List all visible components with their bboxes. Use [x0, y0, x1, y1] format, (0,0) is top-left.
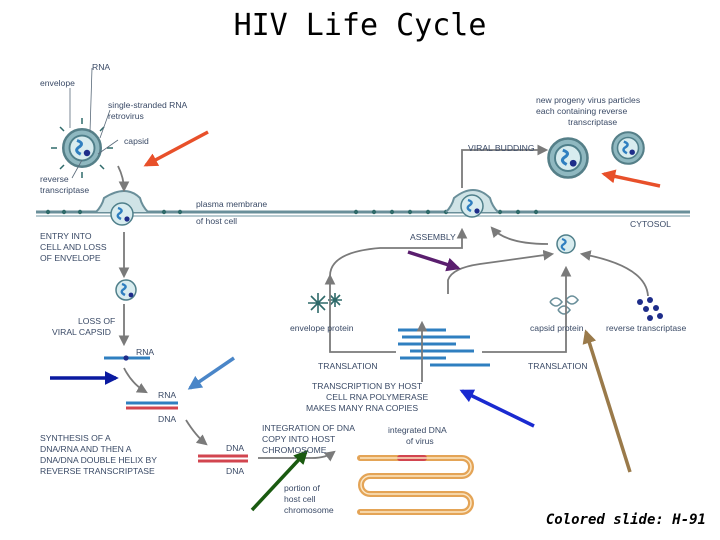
label-plasma-membrane-1: plasma membrane — [196, 199, 267, 209]
label-integrated-2: of virus — [406, 436, 434, 446]
red-arrow-envelope — [143, 130, 209, 167]
released-rna-icon — [104, 355, 150, 361]
label-entry-2: CELL AND LOSS — [40, 242, 107, 252]
slide-footer: Colored slide: H-91 — [545, 512, 706, 528]
label-dna-top: DNA — [226, 443, 244, 453]
virion-spikes — [51, 118, 113, 178]
label-progeny-3: transcriptase — [568, 117, 617, 127]
label-translation-left: TRANSLATION — [318, 361, 378, 371]
budding-virus — [445, 189, 499, 218]
label-transcription-2: CELL RNA POLYMERASE — [326, 392, 428, 402]
blue-arrow-transcription — [459, 389, 535, 428]
label-rna-top: RNA — [92, 62, 110, 72]
label-dna-hybrid: DNA — [158, 414, 176, 424]
label-synthesis-4: REVERSE TRANSCRIPTASE — [40, 466, 155, 476]
label-envelope-protein: envelope protein — [290, 323, 354, 333]
label-envelope: envelope — [40, 78, 75, 88]
label-transcription-1: TRANSCRIPTION BY HOST — [312, 381, 423, 391]
label-synthesis-3: DNA/DNA DOUBLE HELIX BY — [40, 455, 157, 465]
annotation-arrows — [50, 130, 661, 512]
label-portion-1: portion of — [284, 483, 320, 493]
progeny-virion-icon — [546, 136, 590, 180]
purple-arrow-assembly — [407, 250, 461, 272]
dna-double-helix — [198, 454, 248, 463]
label-integrated-1: integrated DNA — [388, 425, 447, 435]
host-chromosome — [357, 455, 474, 515]
label-progeny-1: new progeny virus particles — [536, 95, 640, 105]
label-rna-mid: RNA — [136, 347, 154, 357]
host-chromosome-inner — [360, 457, 472, 513]
label-plasma-membrane-2: of host cell — [196, 216, 237, 226]
slide-title: HIV Life Cycle — [233, 8, 487, 43]
label-capsid: capsid — [124, 136, 149, 146]
reverse-transcriptase-icon — [637, 297, 663, 321]
red-arrow-progeny — [601, 169, 661, 188]
label-single-stranded-2: retrovirus — [108, 111, 144, 121]
label-synthesis-1: SYNTHESIS OF A — [40, 433, 111, 443]
label-integration-1: INTEGRATION OF DNA — [262, 423, 355, 433]
label-transcription-3: MAKES MANY RNA COPIES — [306, 403, 418, 413]
label-reverse-transcriptase-1: reverse — [40, 174, 69, 184]
label-integration-2: COPY INTO HOST — [262, 434, 336, 444]
steel-arrow-hybrid — [187, 356, 235, 390]
rna-dna-hybrid — [126, 401, 178, 410]
label-entry-1: ENTRY INTO — [40, 231, 92, 241]
label-dna-bottom: DNA — [226, 466, 244, 476]
label-assembly: ASSEMBLY — [410, 232, 456, 242]
label-capsid-protein: capsid protein — [530, 323, 584, 333]
label-cytosol: CYTOSOL — [630, 219, 671, 229]
label-loss-capsid-2: VIRAL CAPSID — [52, 327, 111, 337]
label-single-stranded-1: single-stranded RNA — [108, 100, 188, 110]
hiv-virion-icon — [61, 127, 103, 169]
label-integration-3: CHROMOSOME — [262, 445, 327, 455]
capsid-protein-icon — [549, 295, 580, 315]
label-loss-capsid-1: LOSS OF — [78, 316, 115, 326]
uncoated-capsid-icon — [115, 279, 137, 301]
envelope-protein-icon — [308, 293, 342, 313]
label-rna-hybrid: RNA — [158, 390, 176, 400]
label-synthesis-2: DNA/RNA AND THEN A — [40, 444, 132, 454]
assembly-rna-icon — [556, 234, 576, 254]
entering-virus — [95, 190, 149, 226]
label-reverse-transcriptase-right: reverse transcriptase — [606, 323, 686, 333]
green-arrow-integration — [250, 449, 308, 512]
label-translation-right: TRANSLATION — [528, 361, 588, 371]
label-portion-2: host cell — [284, 494, 316, 504]
rna-copies — [398, 328, 490, 367]
process-arrows — [117, 144, 649, 462]
progeny-virion-icon — [610, 130, 646, 166]
label-entry-3: OF ENVELOPE — [40, 253, 101, 263]
label-reverse-transcriptase-2: transcriptase — [40, 185, 89, 195]
diagram-labels: RNA envelope single-stranded RNA retrovi… — [40, 62, 686, 515]
label-progeny-2: each containing reverse — [536, 106, 627, 116]
brown-arrow-capsid-protein — [582, 329, 632, 473]
label-viral-budding: VIRAL BUDDING — [468, 143, 535, 153]
label-leaders — [69, 67, 119, 179]
label-portion-3: chromosome — [284, 505, 334, 515]
